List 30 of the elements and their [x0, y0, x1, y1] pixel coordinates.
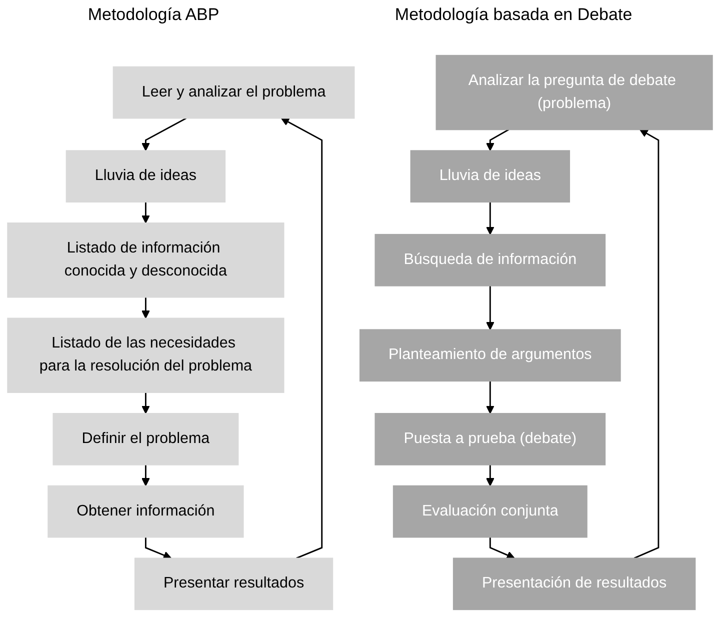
node-box: Lluvia de ideas: [410, 150, 570, 203]
arrow: [486, 202, 494, 235]
node-box: Presentar resultados: [134, 558, 334, 610]
node-box: Leer y analizar el problema: [112, 66, 355, 119]
node-box: Presentación de resultados: [452, 558, 696, 610]
node-box: Listado de información conocida y desconocida: [7, 222, 284, 298]
arrow: [144, 537, 172, 560]
node-box: Búsqueda de información: [374, 234, 606, 286]
arrow: [486, 129, 510, 151]
arrow: [142, 464, 150, 486]
node-box: Definir el problema: [52, 412, 239, 466]
arrow: [486, 381, 494, 414]
arrow: [280, 118, 323, 559]
arrow: [489, 537, 515, 560]
node-box: Planteamiento de argumentos: [359, 329, 621, 382]
arrow: [486, 286, 494, 330]
arrow: [142, 118, 187, 151]
column-heading: Metodología basada en Debate: [394, 5, 632, 25]
node-box: Evaluación conjunta: [392, 485, 588, 538]
node-box: Analizar la pregunta de debate (problema): [436, 54, 713, 130]
node-box: Lluvia de ideas: [66, 150, 226, 203]
arrow: [486, 464, 494, 486]
arrow: [142, 392, 150, 414]
node-box: Listado de las necesidades para la resolución del problema: [7, 318, 284, 393]
node-box: Obtener información: [48, 485, 244, 538]
arrow: [142, 202, 150, 224]
arrow: [142, 297, 150, 319]
arrow: [634, 129, 660, 559]
column-heading: Metodología ABP: [88, 5, 220, 25]
node-box: Puesta a prueba (debate): [374, 412, 606, 466]
